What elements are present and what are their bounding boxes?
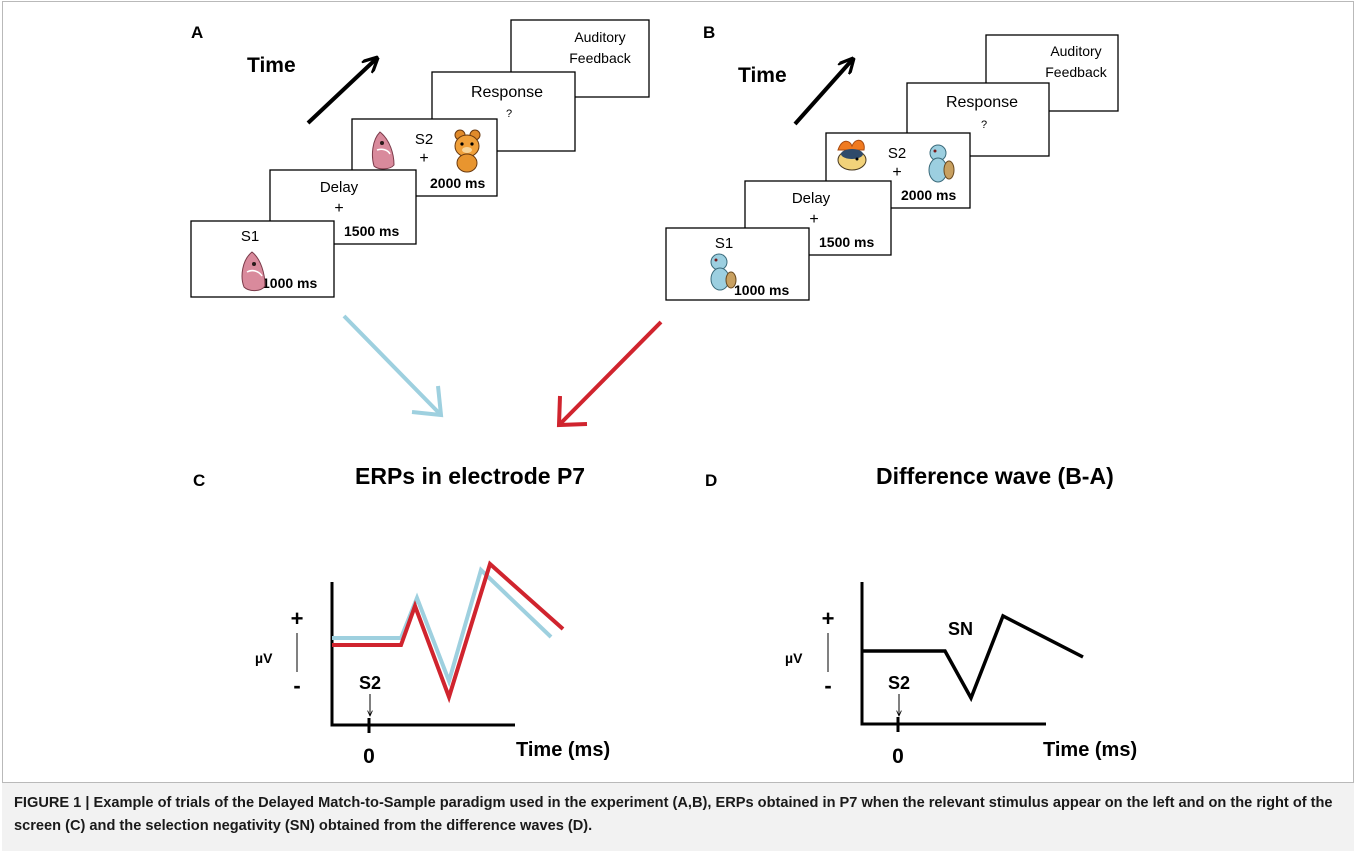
red-arrow: [556, 320, 663, 428]
caption-panel: [2, 782, 1354, 851]
panel-a-feedback-line2: Feedback: [569, 50, 631, 66]
pink-creature-image: [241, 251, 266, 292]
panel-a-time-label: Time: [247, 54, 296, 77]
panel-b-time-arrow: [793, 60, 852, 126]
panel-c-plus: +: [291, 606, 304, 631]
panel-a-s2-title: S2: [415, 131, 433, 148]
panel-b-delay-fixation: +: [809, 211, 818, 228]
light-blue-arrow: [342, 314, 444, 418]
panel-c-wave-light-blue: [332, 566, 553, 688]
panel-b-response-title: Response: [946, 94, 1018, 111]
panel-a-s2-duration: 2000 ms: [430, 175, 485, 191]
panel-a: A Time Auditory Feedback Response ? S2 +…: [190, 19, 650, 298]
panel-b-s2-fixation: +: [892, 164, 901, 181]
panel-a-response-prompt: ?: [506, 108, 512, 120]
panel-b-letter: B: [703, 23, 715, 42]
panel-a-delay-duration: 1500 ms: [344, 223, 399, 239]
panel-a-feedback-line1: Auditory: [574, 29, 625, 45]
pink-creature-image: [371, 131, 395, 170]
panel-b-s2-title: S2: [888, 145, 906, 162]
panel-d-zero-label: 0: [892, 745, 904, 768]
panel-a-delay-title: Delay: [320, 179, 359, 196]
panel-c-title: ERPs in electrode P7: [355, 463, 585, 489]
panel-d-axes: [860, 582, 1046, 726]
panel-d-unit: µV: [785, 650, 803, 666]
figure-caption: FIGURE 1 | Example of trials of the Dela…: [14, 795, 1333, 834]
panel-d: D Difference wave (B-A) + µV - S2 0 Time…: [705, 463, 1137, 768]
panel-a-s1-duration: 1000 ms: [262, 275, 317, 291]
panel-c-unit: µV: [255, 650, 273, 666]
merge-arrows: [342, 314, 663, 428]
panel-b-delay-duration: 1500 ms: [819, 234, 874, 250]
panel-c-minus: -: [293, 673, 300, 698]
panel-b-delay-title: Delay: [792, 190, 831, 207]
panel-d-letter: D: [705, 471, 717, 490]
bear-creature-image: [454, 129, 481, 173]
panel-c: C ERPs in electrode P7 + µV - S2 0 Time …: [193, 463, 610, 768]
panel-b: B Time Auditory Feedback Response ? S2 +…: [665, 23, 1119, 301]
panel-d-xlabel: Time (ms): [1043, 739, 1137, 761]
panel-c-wave-red: [332, 560, 565, 704]
panel-a-s2-fixation: +: [419, 150, 428, 167]
panel-a-response-title: Response: [471, 84, 543, 101]
panel-a-delay-fixation: +: [334, 200, 343, 217]
panel-c-xlabel: Time (ms): [516, 739, 610, 761]
panel-d-component-label: SN: [948, 619, 973, 639]
panel-a-s1-title: S1: [241, 228, 259, 245]
turtle-creature-image: [928, 144, 955, 183]
panel-d-minus: -: [824, 673, 831, 698]
panel-c-axes: [330, 582, 515, 727]
panel-d-difference-wave: [862, 613, 1084, 703]
panel-b-response-prompt: ?: [981, 119, 987, 131]
panel-d-title: Difference wave (B-A): [876, 463, 1114, 489]
panel-c-s2-marker: S2: [359, 673, 381, 693]
panel-b-s1-duration: 1000 ms: [734, 282, 789, 298]
panel-b-feedback-line2: Feedback: [1045, 64, 1107, 80]
panel-a-s1-screen: S1 1000 ms: [190, 220, 335, 298]
panel-a-time-arrow: [306, 59, 376, 125]
turtle-creature-image: [710, 253, 737, 291]
fire-creature-image: [837, 139, 867, 171]
panel-d-plus: +: [822, 606, 835, 631]
panel-d-s2-marker: S2: [888, 673, 910, 693]
panel-b-feedback-line1: Auditory: [1050, 43, 1101, 59]
panel-b-s1-title: S1: [715, 235, 733, 252]
panel-b-s1-screen: S1 1000 ms: [665, 227, 810, 301]
panel-a-letter: A: [191, 23, 203, 42]
panel-b-s2-duration: 2000 ms: [901, 187, 956, 203]
panel-c-zero-label: 0: [363, 745, 375, 768]
panel-c-letter: C: [193, 471, 205, 490]
panel-b-time-label: Time: [738, 64, 787, 87]
